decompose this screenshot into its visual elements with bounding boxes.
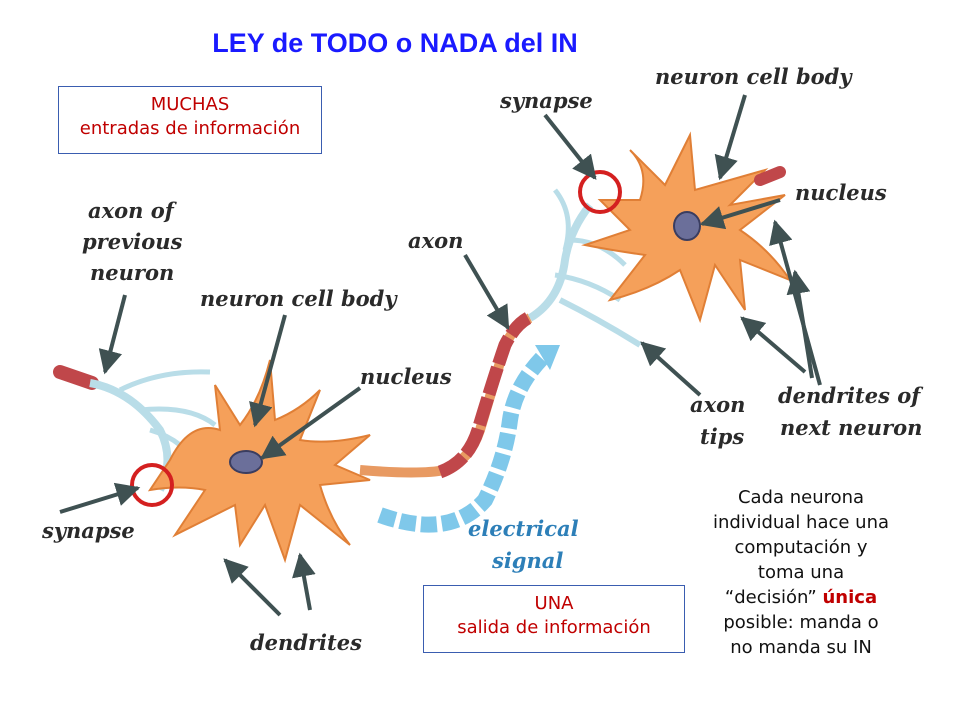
- output-info-box: UNA salida de información: [423, 585, 685, 653]
- label-axon-prev-2: previous: [82, 229, 183, 254]
- note-line6: posible: manda o: [723, 612, 879, 633]
- explanation-note: Cada neurona individual hace una computa…: [690, 485, 912, 660]
- label-axon: axon: [408, 228, 463, 253]
- synapse-ring-right: [578, 170, 622, 214]
- note-line4: toma una: [757, 562, 845, 583]
- pointer-arrows: [59, 94, 822, 617]
- note-highlight: única: [822, 587, 878, 608]
- label-signal-1: electrical: [468, 516, 579, 541]
- label-signal-2: signal: [491, 548, 563, 573]
- label-axon-tips-1: axon: [690, 392, 745, 417]
- label-axon-tips-2: tips: [700, 424, 744, 449]
- note-line7: no manda su IN: [730, 637, 872, 658]
- electrical-signal-arrow: [377, 345, 560, 533]
- input-box-line1: MUCHAS: [150, 94, 230, 115]
- label-cell-body-left: neuron cell body: [200, 286, 398, 311]
- input-info-box: MUCHAS entradas de información: [58, 86, 322, 154]
- label-synapse-right: synapse: [499, 88, 593, 113]
- page-title: LEY de TODO o NADA del IN: [212, 28, 578, 58]
- label-synapse-left: synapse: [41, 518, 135, 543]
- note-line5: “decisión” única: [690, 585, 912, 610]
- label-dendrites-next-1: dendrites of: [778, 383, 924, 408]
- label-dendrites-next-2: next neuron: [780, 415, 922, 440]
- label-cell-body-right: neuron cell body: [655, 64, 853, 89]
- right-neuron: [581, 131, 793, 324]
- note-line3: computación y: [734, 537, 868, 558]
- output-box-line2: salida de información: [457, 617, 651, 638]
- axon-myelin: [359, 312, 533, 479]
- output-box-line1: UNA: [534, 593, 574, 614]
- label-nucleus-left: nucleus: [360, 364, 452, 389]
- note-line2: individual hace una: [712, 512, 890, 533]
- input-box-line2: entradas de información: [79, 118, 301, 139]
- note-line1: Cada neurona: [737, 487, 865, 508]
- label-axon-prev-1: axon of: [88, 198, 178, 223]
- left-neuron: [147, 359, 371, 564]
- note-line5-pre: “decisión”: [724, 587, 823, 608]
- label-axon-prev-3: neuron: [90, 260, 174, 285]
- label-dendrites: dendrites: [250, 630, 362, 655]
- label-nucleus-right: nucleus: [795, 180, 887, 205]
